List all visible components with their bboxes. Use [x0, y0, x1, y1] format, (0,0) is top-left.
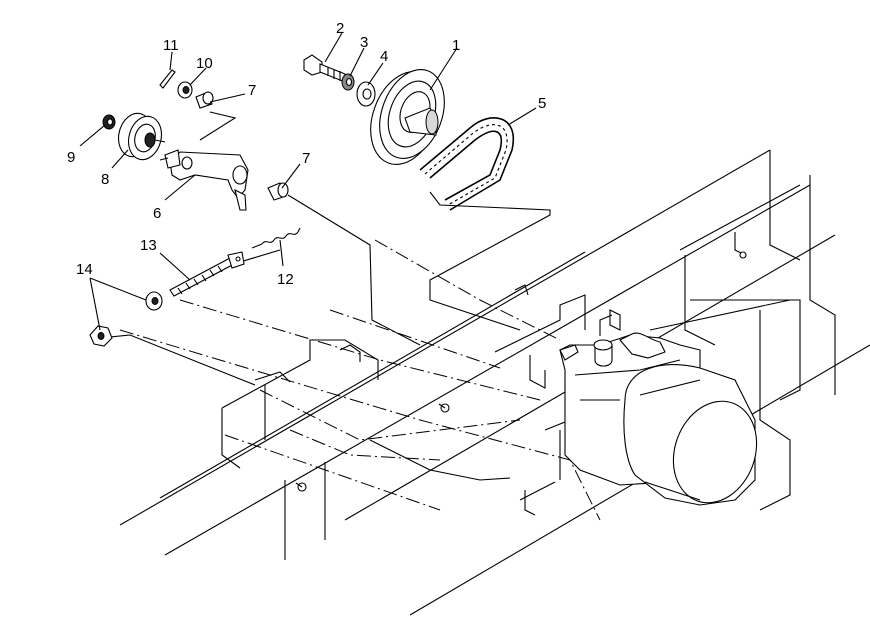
- part-2-bolt: [303, 54, 346, 83]
- part-9-e-ring: [102, 114, 116, 130]
- part-11-pin: [159, 69, 176, 89]
- part-14-nut-upper: [145, 291, 163, 311]
- motor-assembly: [559, 332, 758, 506]
- part-5-timing-belt: [419, 117, 515, 211]
- chassis-frame: [119, 149, 870, 616]
- part-13-adjusting-screw: [169, 251, 245, 297]
- callout-8: 8: [101, 171, 109, 188]
- callout-13: 13: [140, 237, 157, 254]
- callout-10: 10: [196, 55, 213, 72]
- part-7-bushing-upper: [195, 91, 214, 109]
- callout-4: 4: [380, 48, 388, 65]
- phantom-lines: [119, 239, 601, 521]
- part-14-nut-lower: [89, 325, 113, 347]
- callout-labels: 1 2 3 4 5 6 7 7 8 9 10 11 12 13 14: [67, 20, 546, 288]
- part-8-idler-pulley: [117, 112, 166, 161]
- part-12-spring: [251, 227, 301, 249]
- callout-14: 14: [76, 261, 93, 278]
- callout-6: 6: [153, 205, 161, 222]
- part-3-lock-washer: [341, 73, 355, 91]
- callout-5: 5: [538, 95, 546, 112]
- part-10-washer: [177, 81, 193, 99]
- callout-3: 3: [360, 34, 368, 51]
- callout-leaders: [79, 32, 537, 331]
- callout-11: 11: [163, 37, 179, 54]
- callout-9: 9: [67, 149, 75, 166]
- callout-1: 1: [452, 37, 460, 54]
- callout-2: 2: [336, 20, 344, 37]
- part-6-tension-arm: [159, 149, 249, 211]
- part-4-washer: [356, 81, 376, 107]
- callout-7-upper: 7: [248, 82, 256, 99]
- callout-7-lower: 7: [302, 150, 310, 167]
- assembly-lines: [99, 111, 551, 481]
- callout-12: 12: [277, 271, 294, 288]
- part-7-bushing-lower: [267, 182, 289, 201]
- part-1-pulley: [370, 69, 445, 165]
